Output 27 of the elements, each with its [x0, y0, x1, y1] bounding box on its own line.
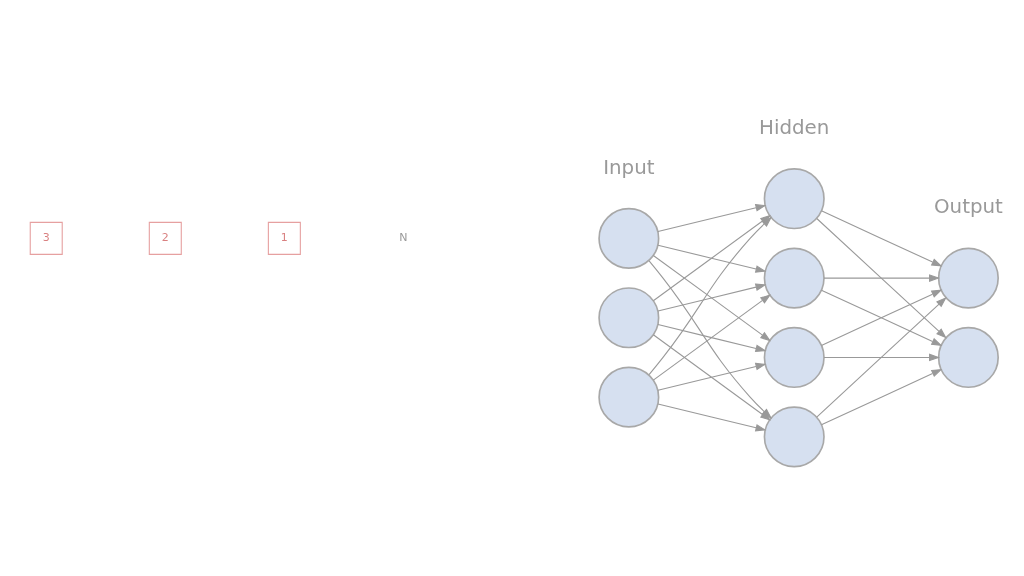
arrow	[820, 289, 943, 346]
arrow	[657, 362, 767, 391]
node-circle	[598, 207, 660, 269]
arrow	[657, 403, 767, 432]
node-circle	[763, 326, 825, 389]
label: 1	[280, 231, 288, 245]
arrow	[816, 217, 947, 339]
label: N	[399, 231, 408, 245]
arrow	[820, 210, 943, 267]
label: Output	[933, 195, 1003, 219]
arrow	[823, 353, 941, 362]
node-circle	[598, 366, 660, 428]
arrow	[657, 204, 767, 233]
arrow	[823, 274, 941, 282]
node-circle	[763, 247, 825, 309]
label: 3	[42, 231, 50, 245]
node-circle	[598, 287, 660, 349]
arrow	[652, 254, 772, 342]
arrow	[657, 283, 767, 312]
label: Input	[603, 155, 655, 179]
arrow	[816, 297, 947, 418]
label: Hidden	[759, 116, 830, 140]
arrow	[820, 368, 943, 426]
arrow	[657, 324, 767, 353]
label: 2	[161, 231, 169, 245]
arrow	[652, 294, 772, 381]
arrow	[657, 244, 767, 273]
